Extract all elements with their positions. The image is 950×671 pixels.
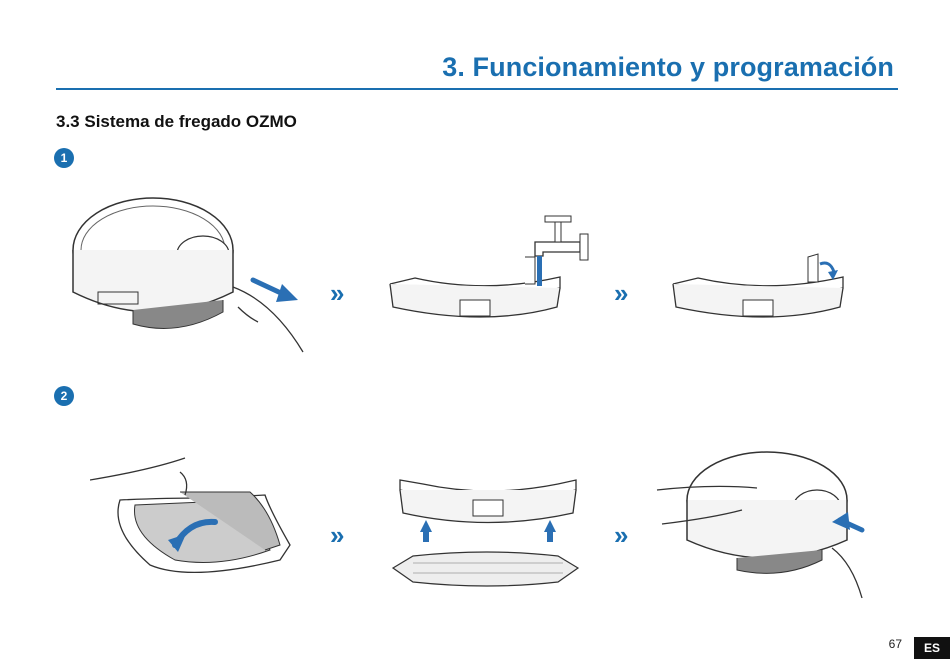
language-badge: ES <box>914 637 950 659</box>
section-heading: 3.3 Sistema de fregado OZMO <box>56 112 297 132</box>
illustration-fill-tank-from-tap <box>385 212 600 332</box>
title-rule <box>56 88 898 90</box>
illustration-mount-cloth-plate-to-tank <box>388 468 588 590</box>
next-step-arrow: » <box>614 280 628 306</box>
illustration-attach-mopping-cloth <box>90 450 305 590</box>
step-badge-1: 1 <box>54 148 74 168</box>
next-step-arrow: » <box>330 280 344 306</box>
next-step-arrow: » <box>330 522 344 548</box>
next-step-arrow: » <box>614 522 628 548</box>
page-number: 67 <box>889 637 902 651</box>
illustration-insert-tank-into-robot <box>652 448 872 600</box>
illustration-close-tank-lid <box>668 242 868 332</box>
step-badge-2: 2 <box>54 386 74 406</box>
illustration-remove-tank-from-robot <box>58 192 328 362</box>
page-title: 3. Funcionamiento y programación <box>442 52 894 83</box>
